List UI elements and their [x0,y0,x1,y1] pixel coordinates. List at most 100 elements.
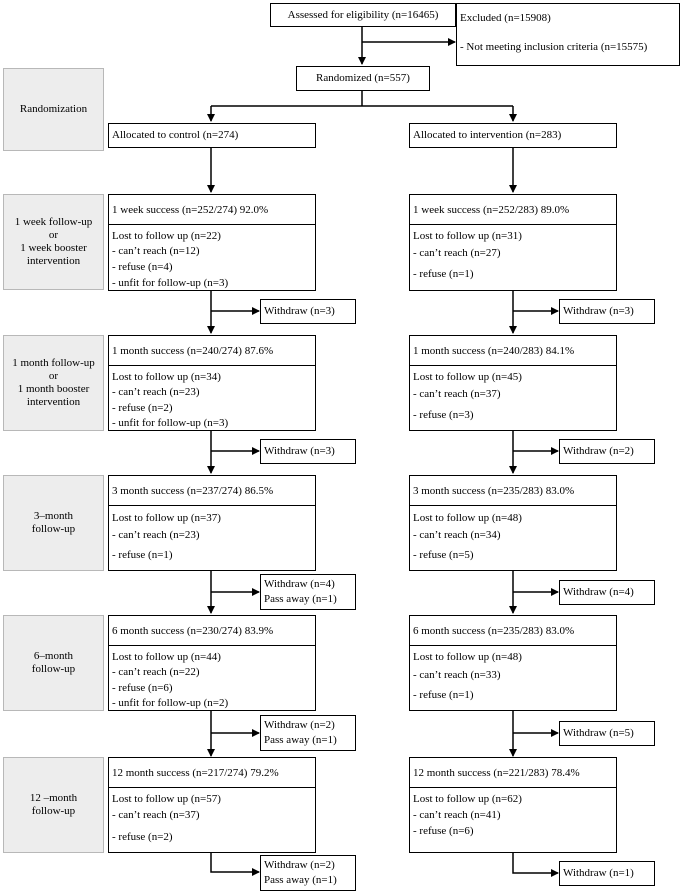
intervention-month1-reach: - can’t reach (n=37) [413,388,501,400]
control-month3-reach: - can’t reach (n=23) [112,529,200,541]
stage-month1-line: or [48,370,59,382]
intervention-week1-withdraw-box: Withdraw (n=3) [559,299,655,324]
control-week1-reach: - can’t reach (n=12) [112,245,200,257]
control-month1-lost: Lost to follow up (n=34) [112,371,221,383]
intervention-month1-refuse: - refuse (n=3) [413,409,474,421]
stage-month1-line: 1 month follow-up [12,357,95,369]
control-month3-withdraw-box: Withdraw (n=4) Pass away (n=1) [260,574,356,610]
control-week1-box: 1 week success (n=252/274) 92.0% Lost to… [108,194,316,291]
control-month3-box: 3 month success (n=237/274) 86.5% Lost t… [108,475,316,571]
stage-month1: 1 month follow-up or 1 month booster int… [3,335,104,431]
intervention-month6-withdraw: Withdraw (n=5) [563,727,634,739]
control-month12-reach: - can’t reach (n=37) [112,809,200,821]
intervention-month12-reach: - can’t reach (n=41) [413,809,501,821]
intervention-month3-refuse: - refuse (n=5) [413,549,474,561]
control-week1-refuse: - refuse (n=4) [112,261,173,273]
intervention-month1-success: 1 month success (n=240/283) 84.1% [413,345,575,357]
control-month1-refuse: - refuse (n=2) [112,402,173,414]
control-month6-reach: - can’t reach (n=22) [112,666,200,678]
stage-month12-line: follow-up [31,805,76,817]
stage-month3: 3–month follow-up [3,475,104,571]
excluded-reason-text: - Not meeting inclusion criteria (n=1557… [460,41,648,53]
control-month3-lost: Lost to follow up (n=37) [112,512,221,524]
intervention-week1-withdraw: Withdraw (n=3) [563,305,634,317]
control-week1-success: 1 week success (n=252/274) 92.0% [112,204,269,216]
control-week1-unfit: - unfit for follow-up (n=3) [112,277,229,289]
intervention-month3-success: 3 month success (n=235/283) 83.0% [413,485,575,497]
intervention-allocated-text: Allocated to intervention (n=283) [413,129,562,141]
control-month1-withdraw-box: Withdraw (n=3) [260,439,356,464]
stage-week1: 1 week follow-up or 1 week booster inter… [3,194,104,290]
stage-randomization-label: Randomization [19,103,88,115]
control-week1-lost: Lost to follow up (n=22) [112,230,221,242]
control-month12-withdraw: Withdraw (n=2) [264,859,335,871]
stage-month12: 12 –month follow-up [3,757,104,853]
excluded-box: Excluded (n=15908) - Not meeting inclusi… [456,3,680,66]
intervention-month3-withdraw: Withdraw (n=4) [563,586,634,598]
control-month6-success: 6 month success (n=230/274) 83.9% [112,625,274,637]
control-month6-box: 6 month success (n=230/274) 83.9% Lost t… [108,615,316,711]
intervention-month6-refuse: - refuse (n=1) [413,689,474,701]
control-month6-withdraw: Withdraw (n=2) [264,719,335,731]
stage-month6-line: 6–month [33,650,74,662]
randomized-box: Randomized (n=557) [296,66,430,91]
assessed-text: Assessed for eligibility (n=16465) [287,9,439,21]
intervention-month3-box: 3 month success (n=235/283) 83.0% Lost t… [409,475,617,571]
intervention-month12-withdraw-box: Withdraw (n=1) [559,861,655,886]
intervention-month1-withdraw-box: Withdraw (n=2) [559,439,655,464]
control-month6-passaway: Pass away (n=1) [264,734,337,746]
line-randomized-split [211,91,513,107]
control-month3-success: 3 month success (n=237/274) 86.5% [112,485,274,497]
intervention-month3-reach: - can’t reach (n=34) [413,529,501,541]
intervention-month12-box: 12 month success (n=221/283) 78.4% Lost … [409,757,617,853]
excluded-text: Excluded (n=15908) [460,12,551,24]
stage-week1-line: 1 week booster [20,242,87,254]
intervention-allocated-box: Allocated to intervention (n=283) [409,123,617,148]
stage-week1-line: intervention [26,255,81,267]
control-month3-refuse: - refuse (n=1) [112,549,173,561]
control-month6-unfit: - unfit for follow-up (n=2) [112,697,229,709]
control-week1-withdraw-box: Withdraw (n=3) [260,299,356,324]
intervention-week1-reach: - can’t reach (n=27) [413,247,501,259]
control-month12-success: 12 month success (n=217/274) 79.2% [112,767,279,779]
control-month1-withdraw: Withdraw (n=3) [264,445,335,457]
control-month12-withdraw-box: Withdraw (n=2) Pass away (n=1) [260,855,356,891]
intervention-month1-box: 1 month success (n=240/283) 84.1% Lost t… [409,335,617,431]
control-week1-withdraw: Withdraw (n=3) [264,305,335,317]
intervention-week1-box: 1 week success (n=252/283) 89.0% Lost to… [409,194,617,291]
stage-month3-line: 3–month [33,510,74,522]
assessed-box: Assessed for eligibility (n=16465) [270,3,456,27]
intervention-month12-lost: Lost to follow up (n=62) [413,793,522,805]
intervention-week1-refuse: - refuse (n=1) [413,268,474,280]
intervention-month6-box: 6 month success (n=235/283) 83.0% Lost t… [409,615,617,711]
arrow-intervention-withdraw-m12 [512,852,559,877]
stage-randomization: Randomization [3,68,104,151]
control-month12-box: 12 month success (n=217/274) 79.2% Lost … [108,757,316,853]
intervention-month6-reach: - can’t reach (n=33) [413,669,501,681]
control-month6-withdraw-box: Withdraw (n=2) Pass away (n=1) [260,715,356,751]
control-month1-box: 1 month success (n=240/274) 87.6% Lost t… [108,335,316,431]
intervention-month1-withdraw: Withdraw (n=2) [563,445,634,457]
intervention-week1-success: 1 week success (n=252/283) 89.0% [413,204,570,216]
intervention-week1-lost: Lost to follow up (n=31) [413,230,522,242]
randomized-text: Randomized (n=557) [316,72,410,84]
control-month1-reach: - can’t reach (n=23) [112,386,200,398]
control-month1-success: 1 month success (n=240/274) 87.6% [112,345,274,357]
control-allocated-box: Allocated to control (n=274) [108,123,316,148]
control-month3-withdraw: Withdraw (n=4) [264,578,335,590]
control-month12-refuse: - refuse (n=2) [112,831,173,843]
intervention-month6-success: 6 month success (n=235/283) 83.0% [413,625,575,637]
intervention-month1-lost: Lost to follow up (n=45) [413,371,522,383]
stage-month1-line: intervention [26,396,81,408]
control-month12-lost: Lost to follow up (n=57) [112,793,221,805]
arrow-control-withdraw-m12 [210,852,260,876]
control-month6-lost: Lost to follow up (n=44) [112,651,221,663]
intervention-month6-withdraw-box: Withdraw (n=5) [559,721,655,746]
control-month12-passaway: Pass away (n=1) [264,874,337,886]
control-month6-refuse: - refuse (n=6) [112,682,173,694]
stage-month6: 6–month follow-up [3,615,104,711]
intervention-month3-lost: Lost to follow up (n=48) [413,512,522,524]
control-month3-passaway: Pass away (n=1) [264,593,337,605]
stage-week1-line: 1 week follow-up [14,216,93,228]
